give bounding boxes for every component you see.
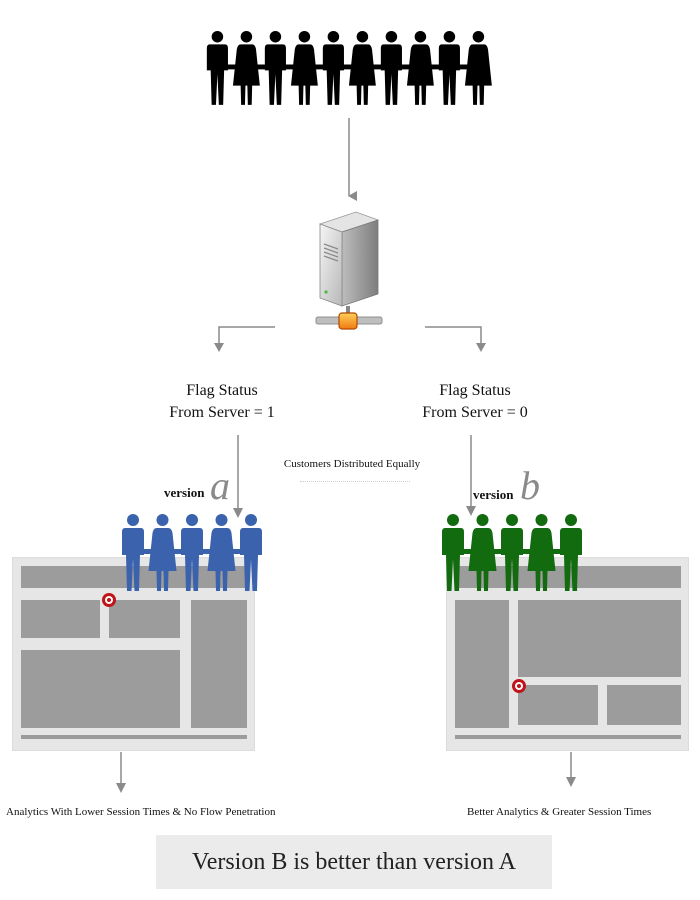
version-b-people-icon <box>442 514 582 591</box>
website-mockup-a <box>12 557 255 751</box>
version-a-letter: a <box>210 463 230 508</box>
man-person-icon <box>322 30 356 105</box>
version-a-people-icon <box>122 514 262 591</box>
man-person-icon <box>438 30 472 105</box>
flag-status-left: Flag Status From Server = 1 <box>142 380 302 424</box>
version-b-label: version <box>473 487 514 502</box>
man-person-icon <box>122 514 156 591</box>
arrow-server-right <box>425 326 482 348</box>
server-icon <box>315 211 383 330</box>
mockup-a-footer <box>21 735 247 739</box>
woman-person-icon <box>348 30 385 105</box>
mockup-b-panel <box>607 685 681 725</box>
woman-person-icon <box>232 30 269 105</box>
woman-person-icon <box>290 30 327 105</box>
mockup-a-content <box>21 650 180 728</box>
version-b-caption: Better Analytics & Greater Session Times <box>467 806 652 818</box>
version-a-label: version <box>164 485 205 500</box>
man-person-icon <box>240 514 262 591</box>
woman-person-icon <box>468 514 505 591</box>
woman-person-icon <box>464 30 492 105</box>
mockup-b-footer <box>455 735 681 739</box>
target-icon <box>512 679 526 693</box>
mockup-a-sidebar <box>191 600 247 728</box>
crowd-people-icon <box>206 30 492 105</box>
conclusion-banner: Version B is better than version A <box>156 835 552 889</box>
mockup-b-sidebar <box>455 600 509 728</box>
flag-status-left-line1: Flag Status <box>186 382 258 399</box>
man-person-icon <box>380 30 414 105</box>
arrow-server-left <box>218 326 275 348</box>
woman-person-icon <box>207 514 244 591</box>
mockup-a-panel <box>109 600 180 638</box>
man-person-icon <box>264 30 298 105</box>
man-person-icon <box>560 514 582 591</box>
man-person-icon <box>206 30 240 105</box>
man-person-icon <box>181 514 215 591</box>
flag-status-right-line2: From Server = 0 <box>422 404 528 421</box>
version-a-caption: Analytics With Lower Session Times & No … <box>6 806 276 818</box>
woman-person-icon <box>527 514 564 591</box>
flag-status-right: Flag Status From Server = 0 <box>395 380 555 424</box>
woman-person-icon <box>406 30 443 105</box>
target-icon <box>102 593 116 607</box>
mockup-b-content <box>518 600 681 677</box>
flag-status-left-line2: From Server = 1 <box>169 404 275 421</box>
flag-status-right-line1: Flag Status <box>439 382 511 399</box>
distribution-note: Customers Distributed Equally <box>283 458 421 470</box>
woman-person-icon <box>148 514 185 591</box>
version-b-letter: b <box>520 463 540 508</box>
divider-dots <box>300 481 410 483</box>
mockup-b-panel <box>518 685 598 725</box>
mockup-a-panel <box>21 600 100 638</box>
